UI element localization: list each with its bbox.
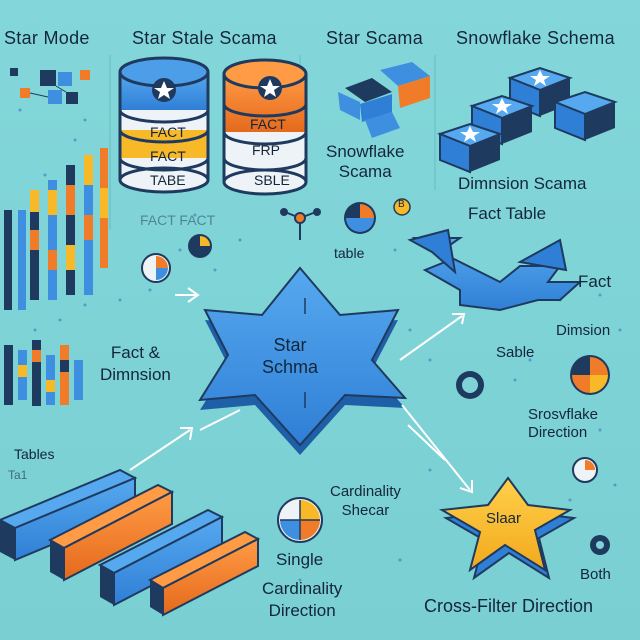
bars-3d-bottomleft — [0, 468, 261, 617]
label-sable: Sable — [496, 344, 535, 361]
cylinder-right-label-1: FACT — [250, 116, 286, 132]
header-label-star-mode: Star Mode — [4, 28, 90, 48]
label-cardinality-direction: Cardinality Direction — [262, 579, 343, 620]
cylinder-left-label-2: FACT — [150, 148, 186, 164]
cylinder-left-label-3: TABE — [150, 172, 186, 188]
header-label-star-stale-scama: Star Stale Scama — [132, 28, 277, 48]
label-dimension: Dimsion — [556, 322, 611, 339]
connector-arrows — [129, 287, 473, 494]
label-fact: Fact — [578, 272, 612, 291]
label-single: Single — [276, 550, 324, 569]
dimension-cubes-topright — [437, 66, 618, 174]
cylinder-right-label-3: SBLE — [254, 172, 290, 188]
label-fact-table: Fact Table — [468, 204, 547, 223]
label-dimension-scama: Dimnsion Scama — [458, 174, 587, 193]
cylinder-stack-left — [118, 56, 210, 194]
label-both: Both — [580, 566, 611, 583]
bar-columns-left — [4, 148, 108, 310]
grid-cells-left — [4, 340, 83, 406]
cylinder-right-label-2: FRP — [252, 142, 280, 158]
label-sroswflake-direction: Srosvflake Direction — [528, 406, 599, 441]
cube-cluster-center — [338, 62, 430, 138]
center-star-shape — [198, 266, 408, 455]
label-snowflake-scama: Snowflake Scama — [326, 142, 405, 181]
small-star-shape — [438, 476, 578, 581]
cube-cluster-topleft — [10, 68, 90, 104]
header-label-star-scama: Star Scama — [326, 28, 424, 48]
label-tables: Tables — [14, 446, 55, 462]
label-cross-filter-direction: Cross-Filter Direction — [424, 596, 594, 616]
small-star-label: Slaar — [486, 510, 522, 527]
pie-icons — [141, 198, 610, 555]
cylinder-stack-right — [222, 58, 308, 196]
cylinder-left-label-1: FACT — [150, 124, 186, 140]
label-fact-faded: FACT FACT — [140, 212, 216, 228]
label-small-badge: B — [398, 199, 405, 210]
node-graph-icon — [280, 208, 321, 240]
center-star-label: Star Schma — [262, 335, 319, 377]
label-table: table — [334, 245, 365, 261]
label-cardinality-shecar: Cardinality Shecar — [330, 483, 401, 519]
label-tables-small: Ta1 — [8, 468, 28, 482]
label-fact-dimension: Fact & Dimnsion — [100, 343, 171, 384]
header-label-snowflake-schema: Snowflake Schema — [456, 28, 615, 48]
double-arrow-shape — [407, 228, 583, 312]
